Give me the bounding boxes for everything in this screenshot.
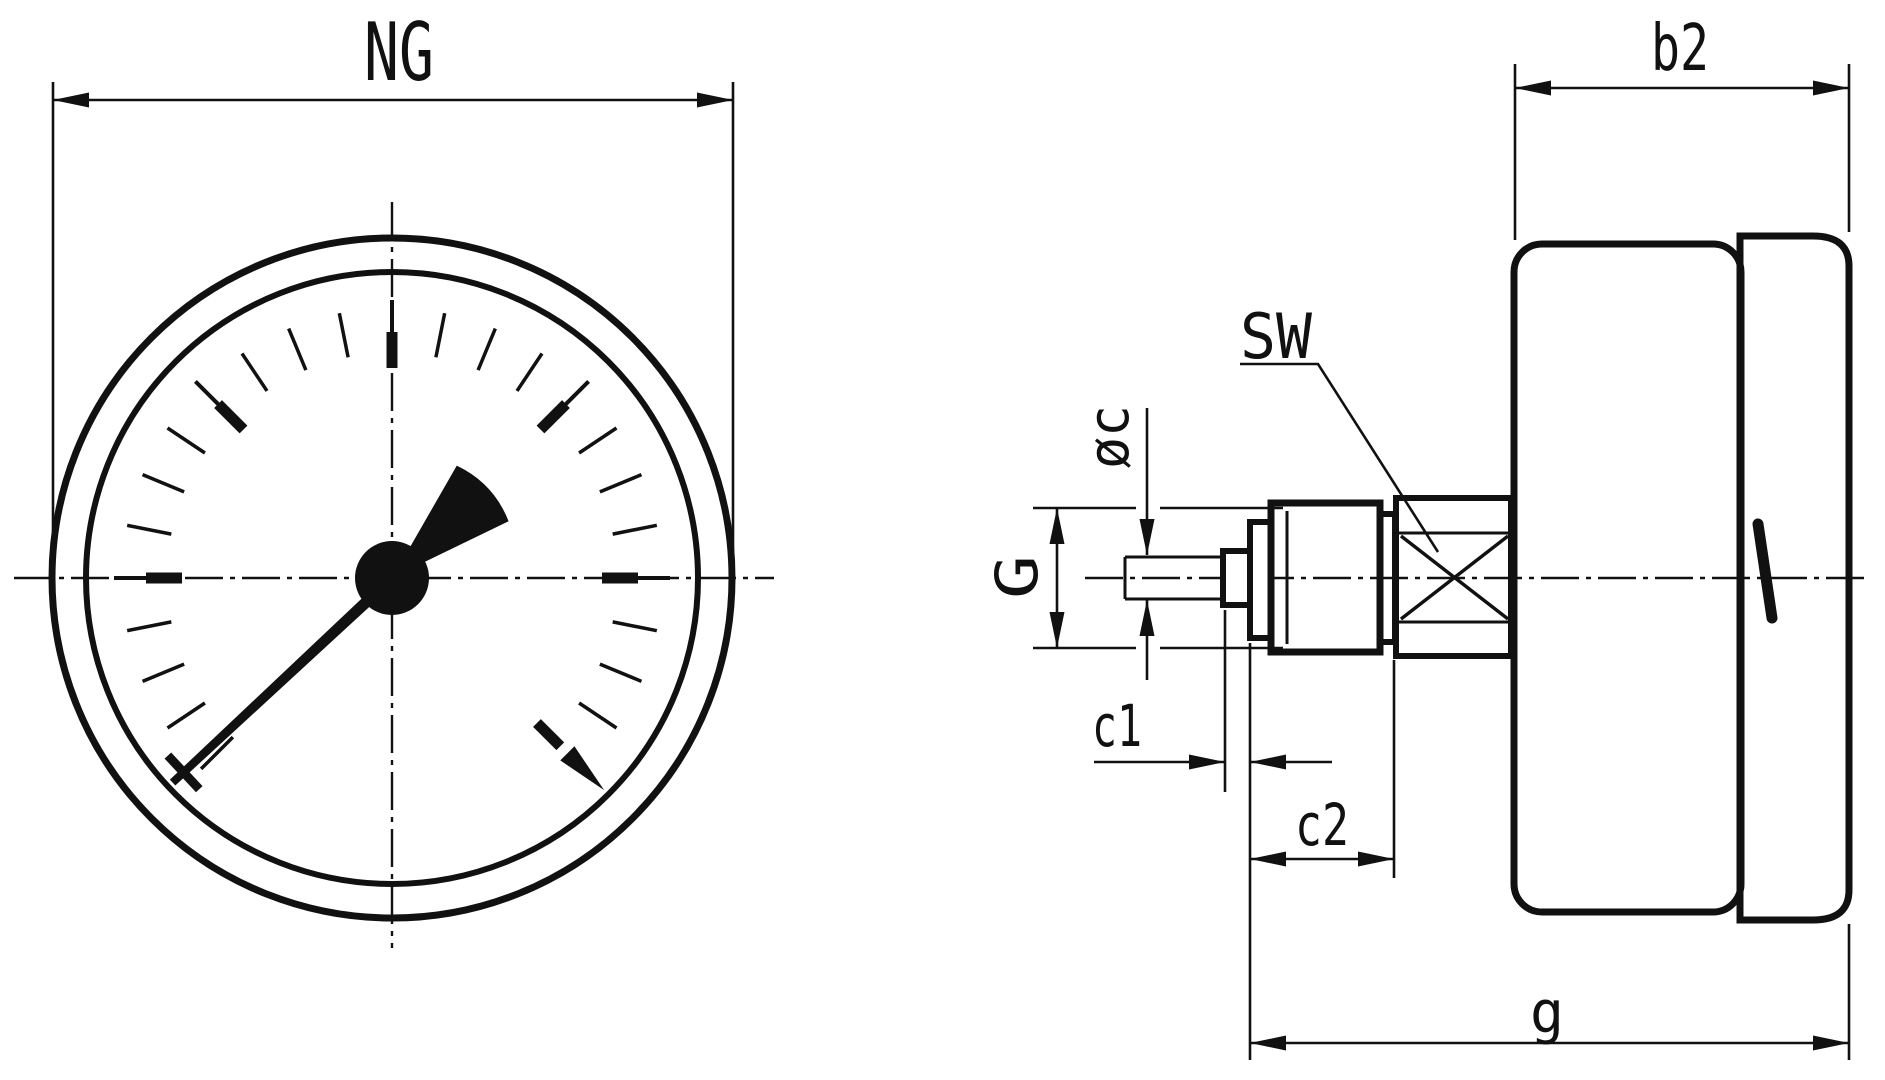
dimension-b2: b2 bbox=[1513, 12, 1851, 240]
ng-arrow-left bbox=[53, 92, 89, 108]
connection-collar bbox=[1220, 548, 1253, 608]
minor-tick bbox=[599, 473, 643, 494]
callout-sw: SW bbox=[1240, 300, 1440, 553]
needle-tip-cross bbox=[164, 752, 203, 793]
minor-tick bbox=[599, 662, 643, 683]
minor-tick bbox=[126, 523, 172, 536]
scale-end-arrow bbox=[533, 719, 605, 791]
dimension-c1: c1 bbox=[1092, 610, 1332, 1060]
minor-tick bbox=[476, 327, 497, 371]
needle-counterweight bbox=[407, 465, 509, 565]
dimension-c2: c2 bbox=[1250, 660, 1396, 878]
minor-tick bbox=[166, 701, 206, 730]
c2-label: c2 bbox=[1295, 791, 1349, 859]
minor-tick bbox=[578, 426, 618, 455]
socket-x-diagonal-2 bbox=[1399, 534, 1510, 621]
dial-tick-marks bbox=[114, 300, 670, 771]
case-back-bezel bbox=[1736, 232, 1853, 924]
connection-tip bbox=[1123, 555, 1224, 601]
g-thread-label: G bbox=[983, 555, 1051, 599]
front-view: NG bbox=[14, 6, 774, 948]
minor-tick bbox=[612, 523, 658, 536]
needle-hub bbox=[355, 541, 429, 615]
minor-tick bbox=[337, 312, 350, 358]
dimension-g-thread: G bbox=[983, 506, 1283, 650]
major-tick bbox=[536, 380, 590, 434]
minor-tick bbox=[199, 735, 235, 771]
minor-tick bbox=[126, 620, 172, 633]
minor-tick bbox=[141, 662, 185, 683]
g-length-label: g bbox=[1530, 978, 1564, 1046]
sw-leader-line bbox=[1240, 362, 1440, 553]
minor-tick bbox=[578, 701, 618, 730]
gauge-inner-ring bbox=[83, 269, 701, 887]
dimension-phi-c: øc bbox=[1077, 405, 1155, 680]
bezel-mark bbox=[1752, 518, 1778, 624]
phi-c-label: øc bbox=[1077, 405, 1142, 469]
needle-shaft bbox=[169, 559, 411, 786]
minor-tick bbox=[612, 620, 658, 633]
minor-tick bbox=[434, 312, 447, 358]
b2-label: b2 bbox=[1651, 12, 1709, 86]
dimension-g-length: g bbox=[1250, 924, 1851, 1060]
minor-tick bbox=[166, 426, 206, 455]
dimension-ng: NG bbox=[51, 6, 735, 552]
gauge-outer-ring bbox=[48, 234, 736, 922]
c1-label: c1 bbox=[1092, 692, 1142, 760]
minor-tick bbox=[515, 352, 544, 392]
minor-tick bbox=[141, 473, 185, 494]
major-tick bbox=[194, 380, 248, 434]
ng-arrow-right bbox=[697, 92, 733, 108]
side-view: b2 SW øc G bbox=[983, 12, 1868, 1060]
minor-tick bbox=[287, 327, 308, 371]
minor-tick bbox=[240, 352, 269, 392]
gauge-needle bbox=[164, 465, 509, 793]
ng-label: NG bbox=[364, 6, 434, 99]
sw-label: SW bbox=[1240, 300, 1313, 373]
